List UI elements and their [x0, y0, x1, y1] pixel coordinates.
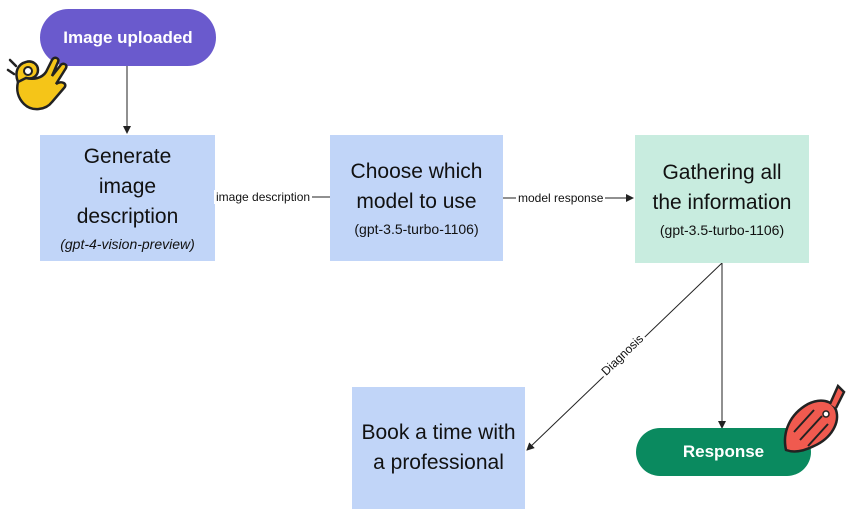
node-generate-title-1: Generate [83, 145, 172, 168]
node-generate-title-3: description [76, 205, 179, 228]
fish-icon [783, 383, 846, 453]
node-choose-title-1: Choose which [350, 160, 483, 183]
node-image-uploaded: Image uploaded [40, 9, 216, 66]
node-generate-title-2: image [98, 175, 157, 198]
node-choose-model: Choose which model to use (gpt-3.5-turbo… [330, 135, 503, 261]
node-book-professional: Book a time with a professional [352, 387, 525, 509]
node-image-uploaded-label: Image uploaded [63, 27, 193, 47]
edge-label-model-response: model response [516, 191, 606, 205]
node-gathering-model-name: (gpt-3.5-turbo-1106) [659, 222, 785, 238]
node-choose-title-2: model to use [356, 190, 477, 213]
node-response-label: Response [682, 442, 765, 461]
node-gathering-title-1: Gathering all [662, 161, 782, 184]
node-gathering-title-2: the information [652, 191, 792, 214]
edge-label-image-description: image description [214, 190, 313, 204]
node-generate-model: (gpt-4-vision-preview) [60, 236, 195, 252]
node-book-title-1: Book a time with [361, 421, 516, 444]
node-response: Response [636, 428, 811, 476]
node-generate-description: Generate image description (gpt-4-vision… [40, 135, 215, 261]
node-book-title-2: a professional [373, 451, 504, 474]
ok-hand-icon [6, 56, 68, 111]
node-choose-model-name: (gpt-3.5-turbo-1106) [354, 221, 479, 237]
node-gathering-information: Gathering all the information (gpt-3.5-t… [635, 135, 809, 263]
